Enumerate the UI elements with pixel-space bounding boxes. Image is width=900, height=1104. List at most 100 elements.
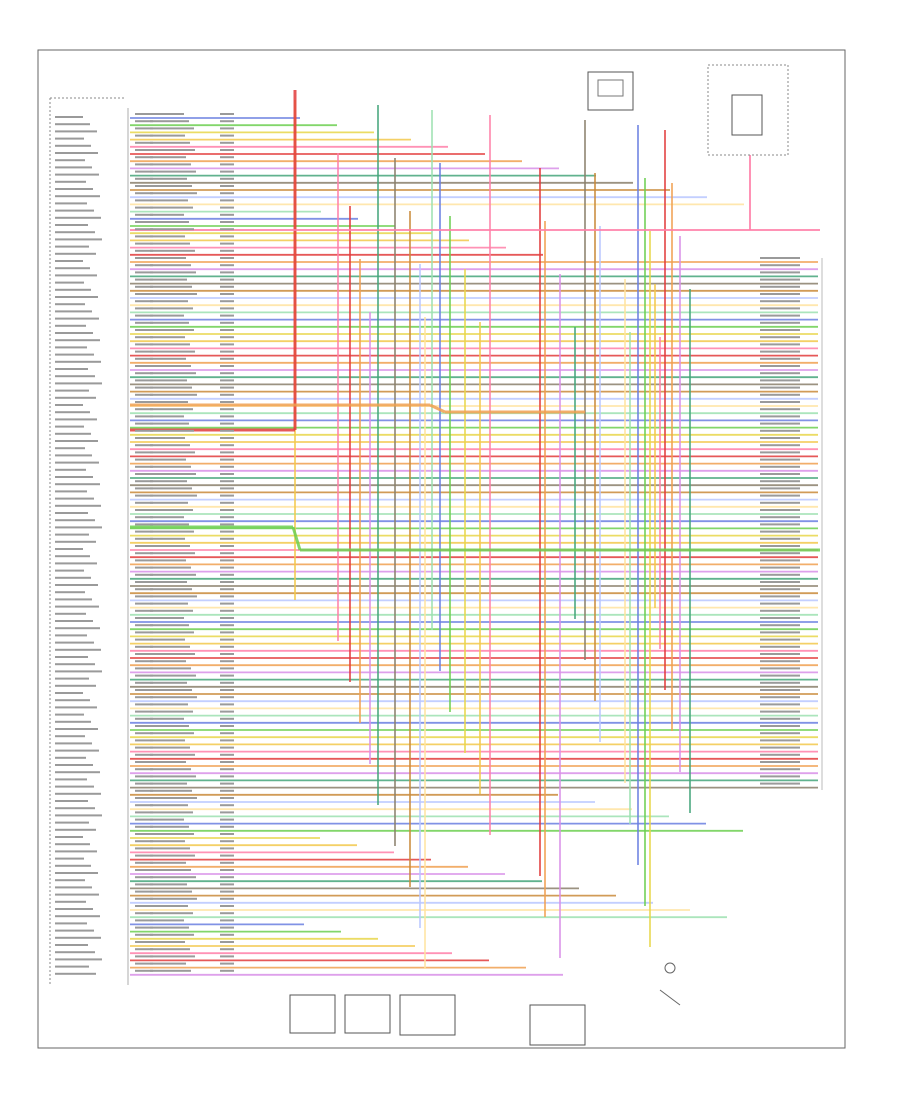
circuit-number — [220, 149, 234, 151]
wire-color-code — [150, 415, 184, 418]
pin-number — [135, 876, 153, 879]
wire-color-code — [150, 192, 197, 195]
pin-number — [135, 969, 153, 972]
pin-label-left — [55, 346, 87, 349]
wire-color-code-right — [760, 357, 800, 360]
pin-number — [135, 329, 153, 331]
circuit-number — [220, 127, 234, 130]
pin-label-left — [55, 857, 84, 860]
circuit-number — [220, 221, 234, 223]
pin-number — [135, 602, 153, 605]
wire-color-code — [150, 746, 190, 749]
pin-number — [135, 912, 153, 915]
pin-number — [135, 617, 153, 619]
pin-number — [135, 235, 153, 238]
circuit-number — [220, 185, 234, 187]
pin-label-left — [55, 807, 95, 810]
pin-number — [135, 257, 153, 259]
pin-number — [135, 393, 153, 396]
pin-label-left — [55, 454, 92, 457]
wire-color-code — [150, 883, 187, 886]
pin-label-left — [55, 476, 93, 478]
wire-color-code — [150, 955, 195, 958]
wire-color-code-right — [760, 696, 800, 699]
wire-color-code — [150, 595, 197, 598]
circuit-number — [220, 933, 234, 936]
pin-label-left — [55, 166, 92, 169]
circuit-number — [220, 941, 234, 943]
wire-color-code — [150, 653, 195, 655]
pin-number — [135, 206, 153, 209]
circuit-number — [220, 530, 234, 533]
wire-color-code — [150, 559, 186, 562]
pin-label-left — [55, 483, 100, 486]
pin-number — [135, 833, 153, 835]
pin-number — [135, 926, 153, 929]
pin-number — [135, 401, 153, 403]
pin-number — [135, 782, 153, 785]
pin-number — [135, 314, 153, 317]
pin-number — [135, 703, 153, 706]
wire-color-code — [150, 660, 186, 663]
wire-color-code-right — [760, 573, 800, 576]
pin-number — [135, 761, 153, 763]
pin-label-left — [55, 224, 88, 226]
pin-label-left — [55, 389, 89, 392]
wire-color-code — [150, 789, 192, 792]
pin-label-left — [55, 245, 89, 248]
wire-color-code-right — [760, 660, 800, 663]
pin-label-left — [55, 303, 85, 306]
pin-label-left — [55, 252, 96, 255]
wire-color-code — [150, 516, 184, 519]
pin-number — [135, 717, 153, 720]
pin-label-left — [55, 152, 98, 154]
pin-label-left — [55, 548, 83, 550]
circuit-number — [220, 588, 234, 591]
pin-label-left — [55, 893, 99, 896]
wire-color-code-right — [760, 372, 800, 375]
circuit-number — [220, 782, 234, 785]
pin-label-left — [55, 490, 87, 493]
circuit-number — [220, 249, 234, 252]
wire-color-code-right — [760, 761, 800, 763]
circuit-number — [220, 653, 234, 655]
circuit-number — [220, 768, 234, 771]
pin-number — [135, 861, 153, 864]
pin-label-left — [55, 353, 94, 356]
circuit-number — [220, 516, 234, 519]
wire-color-code — [150, 717, 184, 720]
ground-point-icon — [664, 962, 676, 974]
wire-color-code — [150, 768, 191, 771]
sensor-component-bottom-b — [529, 1004, 586, 1046]
pin-number — [135, 746, 153, 749]
pin-number — [135, 789, 153, 792]
pin-label-left — [55, 663, 95, 666]
pin-label-left — [55, 216, 101, 219]
circuit-number — [220, 271, 234, 274]
pin-number — [135, 350, 153, 353]
pin-number — [135, 768, 153, 771]
wire-color-code — [150, 393, 197, 396]
wire-color-code — [150, 710, 193, 713]
pin-label-left — [55, 742, 92, 745]
pin-label-left — [55, 382, 102, 385]
circuit-number — [220, 617, 234, 619]
wire-color-code-right — [760, 285, 800, 288]
circuit-number — [220, 897, 234, 900]
circuit-number — [220, 717, 234, 720]
pin-label-left — [55, 339, 100, 342]
wire-color-code — [150, 408, 193, 411]
wire-color-code — [150, 228, 194, 231]
pin-label-left — [55, 720, 91, 723]
circuit-number — [220, 285, 234, 288]
wire-color-code-right — [760, 343, 800, 346]
pin-label-left — [55, 915, 100, 918]
wire-color-code — [150, 257, 186, 259]
pin-label-left — [55, 267, 90, 270]
wire-color-code — [150, 141, 190, 144]
pin-label-left — [55, 900, 86, 903]
circuit-number — [220, 912, 234, 915]
pin-label-left — [55, 670, 102, 673]
label-group — [55, 113, 800, 975]
pin-label-left — [55, 605, 99, 608]
